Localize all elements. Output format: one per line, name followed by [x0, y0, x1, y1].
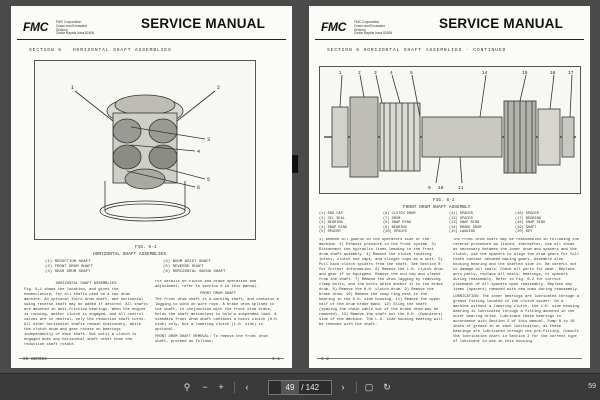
rotate-icon[interactable]: ↻: [383, 382, 391, 392]
svg-text:9: 9: [428, 185, 431, 191]
column-heading: FRONT DRUM SHAFT: [199, 292, 236, 296]
page-header: FMC FMC Corporation Crane and Excavator …: [11, 10, 292, 44]
figure-subtitle: FRONT DRUM SHAFT ASSEMBLY: [403, 205, 471, 210]
footer-series: 35 SERIES: [23, 357, 47, 362]
current-page-input[interactable]: 49: [280, 381, 299, 394]
figure-caption: FIG. 6-1: [135, 245, 157, 250]
zoom-level: 59: [588, 383, 596, 390]
text-column-left: HORIZONTAL SHAFT ASSEMBLIES Fig. 6-1 sho…: [24, 280, 148, 356]
search-icon[interactable]: ⚲: [183, 382, 191, 392]
zoom-in-icon[interactable]: +: [218, 382, 224, 392]
figure-caption: FIG. 6-2: [433, 198, 455, 203]
svg-text:4: 4: [390, 70, 393, 76]
figure-legend-col4: (16) SPACER (17) BEARING (18) SNAP RING …: [515, 212, 546, 235]
svg-text:4: 4: [197, 149, 200, 155]
left-page: FMC FMC Corporation Crane and Excavator …: [11, 6, 292, 368]
body-paragraph: Fig. 6-1 shows the location, and gives t…: [24, 288, 148, 347]
viewer-toolbar: ⚲ − + ‹ 49 / 142 › ▢ ↻ 59: [0, 373, 600, 400]
page-indicator: 49 / 142: [268, 380, 332, 395]
svg-text:15: 15: [522, 70, 528, 76]
fit-page-icon[interactable]: ▢: [364, 382, 374, 392]
manual-title: SERVICE MANUAL: [439, 16, 564, 31]
svg-text:5: 5: [410, 70, 413, 76]
toolbar-separator: [234, 382, 235, 393]
svg-text:2: 2: [358, 70, 361, 76]
body-paragraph: 1) Remove all guards on the operators si…: [319, 238, 443, 327]
corporation-address: FMC Corporation Crane and Excavator Divi…: [354, 20, 393, 36]
svg-text:3: 3: [207, 137, 210, 143]
svg-text:2: 2: [217, 85, 220, 91]
text-column-left: 1) Remove all guards on the operators si…: [319, 238, 445, 356]
footer-page-number: 6-1: [272, 357, 280, 362]
body-paragraph: For details on clutch and brake operatio…: [155, 280, 259, 289]
footer-rule: [317, 358, 582, 359]
figure-legend-col3: (11) SPACER (12) SPACER (13) SNAP RING (…: [449, 212, 482, 235]
zoom-out-icon[interactable]: −: [202, 382, 208, 392]
previous-page-button[interactable]: ‹: [245, 382, 249, 392]
fmc-logo: FMC: [23, 20, 49, 34]
svg-text:10: 10: [438, 185, 444, 191]
svg-text:14: 14: [482, 70, 488, 76]
front-drum-shaft-drawing: 1 2 3 4 5 14 15 16 17 9 10 11: [324, 70, 576, 191]
right-page: FMC FMC Corporation Crane and Excavator …: [309, 6, 590, 368]
text-column-right: The front drum shaft may be reassembled …: [453, 238, 581, 356]
page-header: FMC FMC Corporation Crane and Excavator …: [309, 10, 590, 44]
svg-text:3: 3: [374, 70, 377, 76]
footer-page-number: 6-2: [321, 357, 329, 362]
body-paragraph: LUBRICATION: The inner bearings are lubr…: [453, 295, 580, 344]
svg-text:1: 1: [71, 85, 74, 91]
toolbar-separator: [356, 382, 357, 393]
body-paragraph: FRONT DRUM SHAFT REMOVAL: To remove the …: [155, 335, 268, 344]
figure-6-2: 1 2 3 4 5 14 15 16 17 9 10 11: [319, 66, 581, 194]
figure-legend-col1: (1) END CAP (2) OIL SEAL (3) BEARING (4)…: [319, 212, 348, 235]
footer-rule: [19, 358, 284, 359]
svg-text:11: 11: [458, 185, 464, 191]
figure-6-1: 1 2 3 4 5 6: [34, 60, 256, 240]
manual-title: SERVICE MANUAL: [141, 16, 266, 31]
shaft-assembly-drawing: 1 2 3 4 5 6: [71, 85, 220, 222]
svg-text:1: 1: [339, 70, 342, 76]
fmc-logo: FMC: [321, 20, 347, 34]
body-paragraph: The front drum shaft is a working shaft,…: [155, 298, 279, 332]
svg-text:5: 5: [207, 177, 210, 183]
svg-text:6: 6: [197, 185, 200, 191]
page-total: / 142: [301, 383, 320, 392]
column-heading: HORIZONTAL SHAFT ASSEMBLIES: [55, 282, 117, 286]
svg-text:17: 17: [568, 70, 574, 76]
figure-legend-right: (4) BOOM HOIST SHAFT (5) REVERSE SHAFT (…: [163, 260, 226, 275]
next-page-button[interactable]: ›: [341, 382, 345, 392]
body-paragraph: The front drum shaft may be reassembled …: [453, 238, 580, 292]
section-heading: SECTION 6 HORIZONTAL SHAFT ASSEMBLIES: [29, 48, 172, 53]
page-tab-marker: [292, 155, 298, 173]
section-heading: SECTION 6 HORIZONTAL SHAFT ASSEMBLIES - …: [327, 48, 507, 53]
figure-legend-col2: (6) CLUTCH DRUM (7) DRUM (8) SNAP RING (…: [383, 212, 416, 235]
figure-subtitle: HORIZONTAL SHAFT ASSEMBLIES: [93, 252, 166, 257]
corporation-address: FMC Corporation Crane and Excavator Divi…: [56, 20, 95, 36]
figure-legend-left: (1) REDUCTION SHAFT (2) FRONT DRUM SHAFT…: [45, 260, 94, 275]
header-rule: [315, 39, 584, 40]
svg-text:16: 16: [550, 70, 556, 76]
text-column-right: For details on clutch and brake operatio…: [155, 280, 281, 356]
header-rule: [17, 39, 286, 40]
